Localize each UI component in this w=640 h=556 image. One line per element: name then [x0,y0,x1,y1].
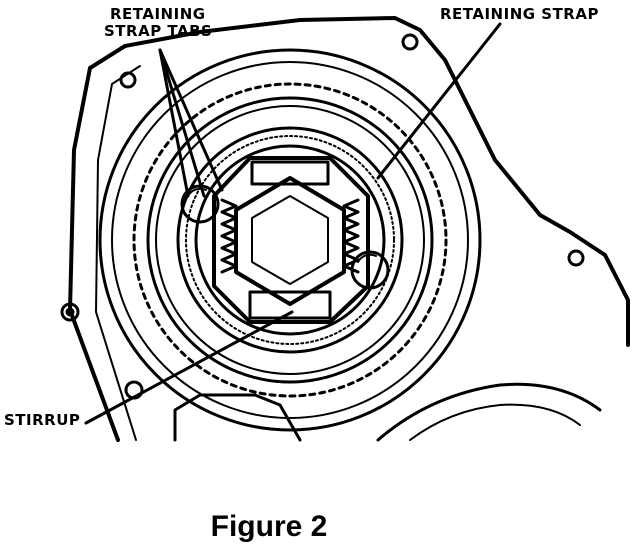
retaining-strap-left [220,198,238,274]
stirrup [248,290,332,320]
figure-caption: Figure 2 [210,510,328,543]
retaining-strap-tabs-label-line1: RETAINING [110,5,206,23]
housing-inner-edge [95,65,141,441]
ring-gear [132,82,448,398]
clutch-ring-outer [176,126,404,354]
leader-tabs-to-left-tab [158,48,206,198]
stirrup-label: STIRRUP [4,411,81,429]
leader-tabs-to-outer [158,48,190,198]
retaining-strap-tab-right [350,250,390,290]
mounting-hole-top-left [119,71,137,89]
housing-plate-outline [68,16,630,442]
mounting-hole-right [567,249,585,267]
leader-stirrup [84,310,294,425]
retaining-strap-tab-right-shade [357,253,377,263]
stirrup-top [250,160,330,186]
outer-ring [98,48,482,432]
retaining-strap-tabs-label-line2: STRAP TABS [104,22,213,40]
lower-housing-right [376,382,602,442]
leader-tabs-to-inner [158,48,224,192]
clutch-ring-inner [185,135,395,345]
outer-ring-inner [111,61,469,419]
lower-housing-left [173,393,302,442]
clutch-ring-core [194,144,386,336]
hex-shaft [234,176,346,306]
mounting-hole-left [60,302,80,322]
retaining-strap-label: RETAINING STRAP [440,5,599,23]
hex-shaft-inner [251,195,329,285]
mounting-hole-top-right [401,33,419,51]
leader-retaining-strap [376,22,502,180]
carrier-body [212,156,370,324]
retaining-strap-right [342,198,360,274]
lower-housing-right-inner [409,403,581,441]
